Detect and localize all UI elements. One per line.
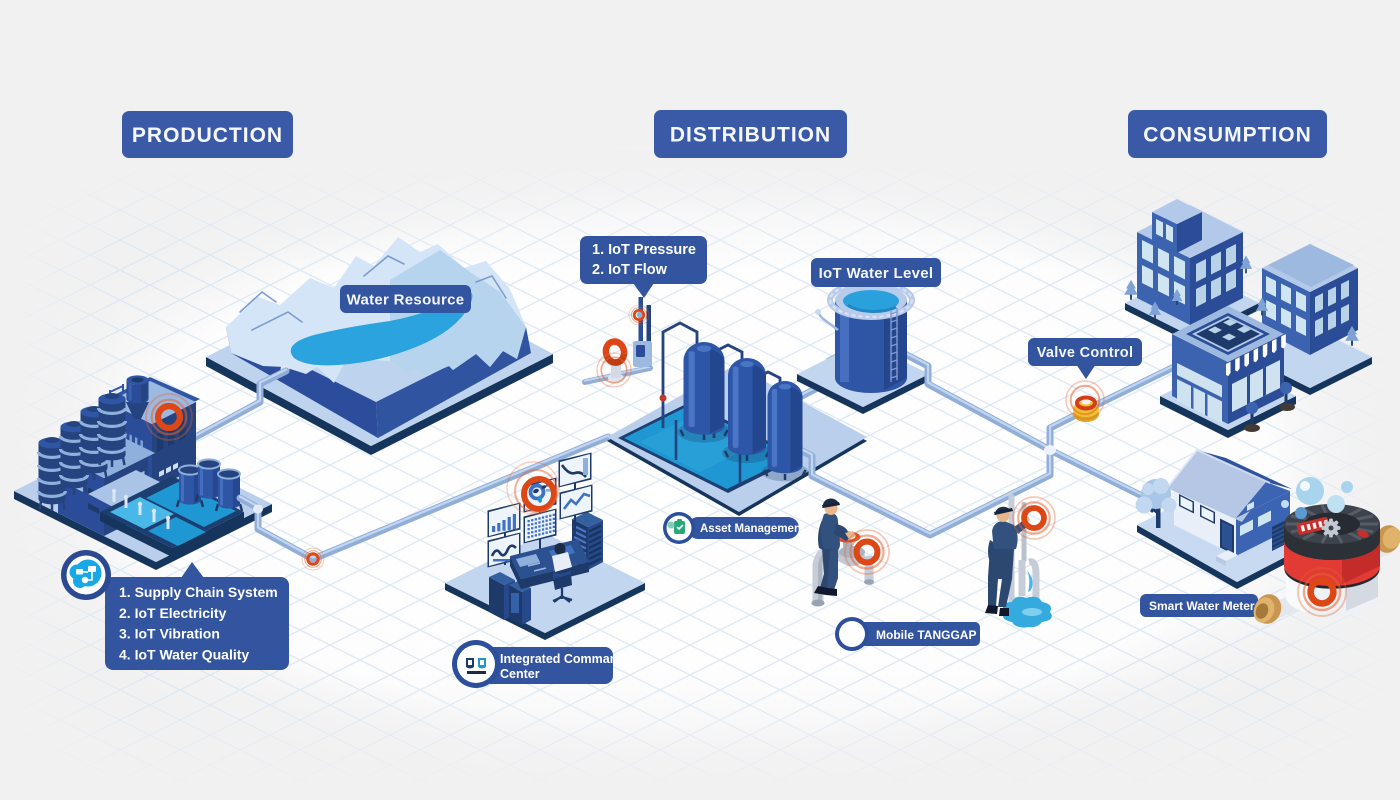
svg-text:Integrated Command: Integrated Command bbox=[500, 652, 625, 666]
svg-text:4. IoT Water Quality: 4. IoT Water Quality bbox=[119, 646, 249, 662]
svg-text:Water Resource: Water Resource bbox=[347, 291, 465, 308]
svg-text:IoT Water Level: IoT Water Level bbox=[819, 265, 934, 282]
svg-text:1. Supply Chain System: 1. Supply Chain System bbox=[119, 584, 278, 600]
svg-text:1. IoT Pressure: 1. IoT Pressure bbox=[592, 242, 696, 258]
svg-text:PRODUCTION: PRODUCTION bbox=[132, 124, 283, 147]
svg-text:DISTRIBUTION: DISTRIBUTION bbox=[670, 124, 831, 147]
svg-text:3. IoT Vibration: 3. IoT Vibration bbox=[119, 626, 220, 642]
svg-text:Asset Management: Asset Management bbox=[700, 523, 805, 535]
svg-text:Smart Water Meter: Smart Water Meter bbox=[1149, 599, 1255, 613]
svg-text:Valve Control: Valve Control bbox=[1037, 345, 1134, 361]
svg-text:2. IoT Electricity: 2. IoT Electricity bbox=[119, 605, 227, 621]
svg-text:CONSUMPTION: CONSUMPTION bbox=[1143, 124, 1312, 147]
svg-text:Center: Center bbox=[500, 667, 540, 681]
svg-text:Mobile TANGGAP: Mobile TANGGAP bbox=[876, 628, 976, 642]
svg-text:2. IoT Flow: 2. IoT Flow bbox=[592, 262, 668, 278]
